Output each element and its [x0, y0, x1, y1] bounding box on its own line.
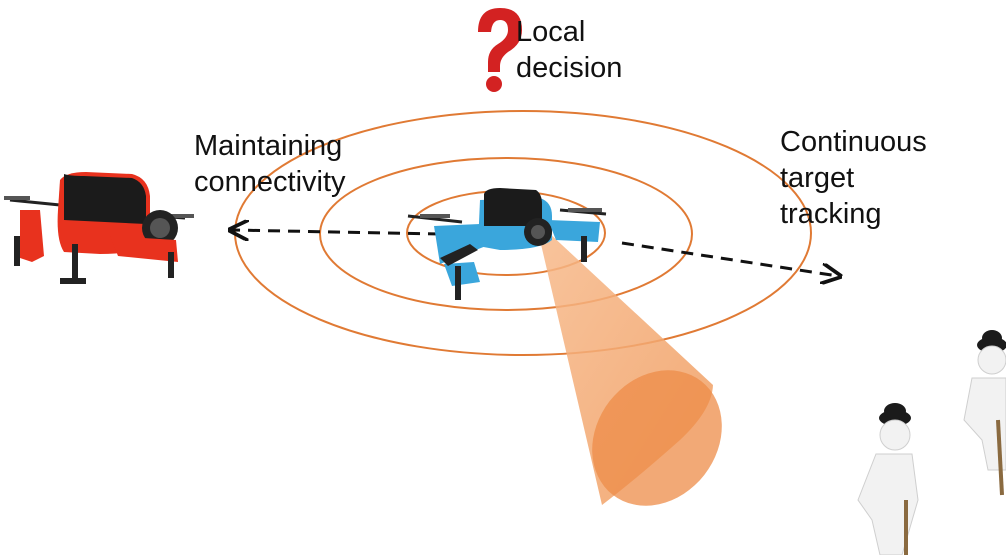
local-decision-label: Local decision: [516, 14, 622, 86]
label-line: Continuous: [780, 126, 927, 158]
person-icon: [857, 403, 919, 555]
camera-cone-icon: [540, 232, 722, 506]
question-mark-icon: [478, 8, 522, 92]
tracking-drone-icon: [407, 188, 607, 300]
label-line: connectivity: [194, 166, 346, 198]
tracking-arrow: [621, 241, 838, 276]
person-icon: [963, 330, 1006, 496]
label-line: Maintaining: [194, 130, 343, 162]
label-line: decision: [516, 52, 623, 84]
connectivity-arrow: [232, 230, 441, 234]
middle-ring: [319, 157, 693, 311]
relay-drone-icon: [4, 172, 194, 284]
continuous-target-tracking-label: Continuous target tracking: [780, 124, 927, 232]
label-line: Local: [516, 16, 586, 48]
maintaining-connectivity-label: Maintaining connectivity: [194, 128, 346, 200]
label-line: target: [780, 162, 855, 194]
label-line: tracking: [780, 198, 882, 230]
